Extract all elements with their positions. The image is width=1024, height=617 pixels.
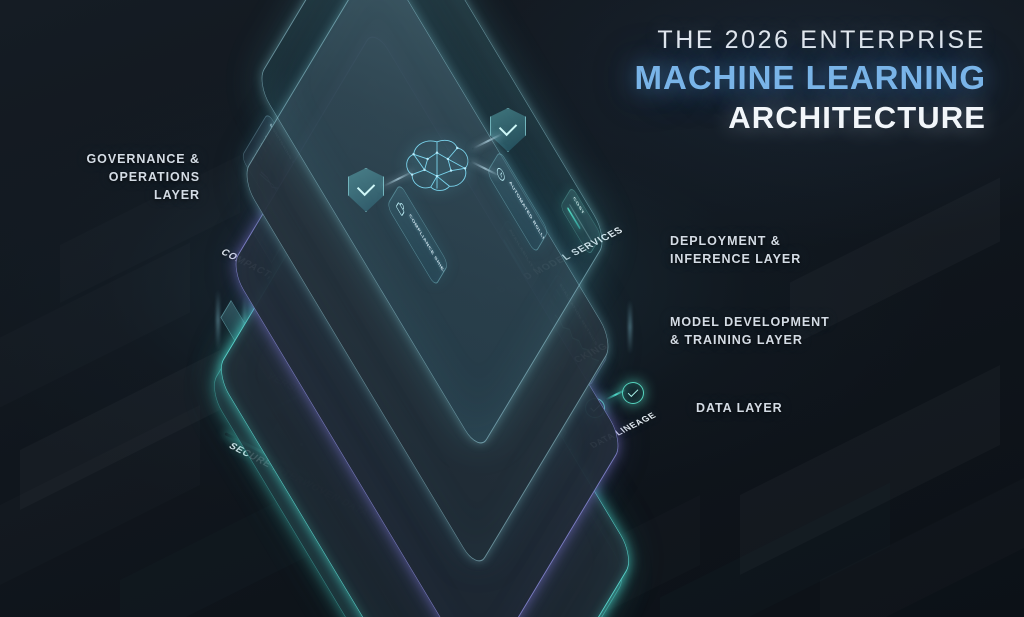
bg-plate bbox=[820, 460, 1024, 617]
bg-plate bbox=[0, 405, 200, 615]
check-mark bbox=[356, 178, 376, 197]
check-mark bbox=[627, 386, 639, 398]
light-pillar bbox=[216, 290, 220, 350]
callout-line-2: & TRAINING LAYER bbox=[670, 333, 803, 348]
callout-deployment: DEPLOYMENT & INFERENCE LAYER bbox=[670, 232, 870, 268]
bg-plate bbox=[20, 350, 220, 510]
callout-line-1: MODEL DEVELOPMENT bbox=[670, 315, 830, 329]
callout-line-1: GOVERNANCE & bbox=[86, 152, 200, 166]
title-block: THE 2026 ENTERPRISE MACHINE LEARNING ARC… bbox=[635, 24, 987, 137]
callout-line-1: DEPLOYMENT & bbox=[670, 234, 781, 248]
light-pillar bbox=[628, 300, 632, 354]
clock-rollback-icon bbox=[496, 167, 505, 181]
callout-line-2: OPERATIONS LAYER bbox=[108, 170, 200, 203]
callout-line-2: INFERENCE LAYER bbox=[670, 252, 802, 267]
callout-model: MODEL DEVELOPMENT & TRAINING LAYER bbox=[670, 313, 880, 349]
callout-line-1: DATA LAYER bbox=[696, 401, 783, 415]
panel-body: COMPLIANCE SHIELD bbox=[386, 183, 449, 287]
callout-data: DATA LAYER bbox=[696, 399, 896, 417]
bg-plate bbox=[660, 482, 890, 617]
check-mark bbox=[498, 118, 518, 137]
brain-icon bbox=[406, 139, 469, 191]
callout-governance: GOVERNANCE & OPERATIONS LAYER bbox=[60, 150, 200, 204]
bg-plate bbox=[0, 242, 190, 427]
title-line-3: ARCHITECTURE bbox=[728, 100, 986, 136]
title-line-2: MACHINE LEARNING bbox=[634, 59, 986, 96]
title-line-1: THE 2026 ENTERPRISE bbox=[657, 26, 986, 54]
lineage-check-badge bbox=[622, 382, 644, 404]
bg-plate bbox=[740, 365, 1000, 575]
lock-icon bbox=[396, 202, 405, 216]
